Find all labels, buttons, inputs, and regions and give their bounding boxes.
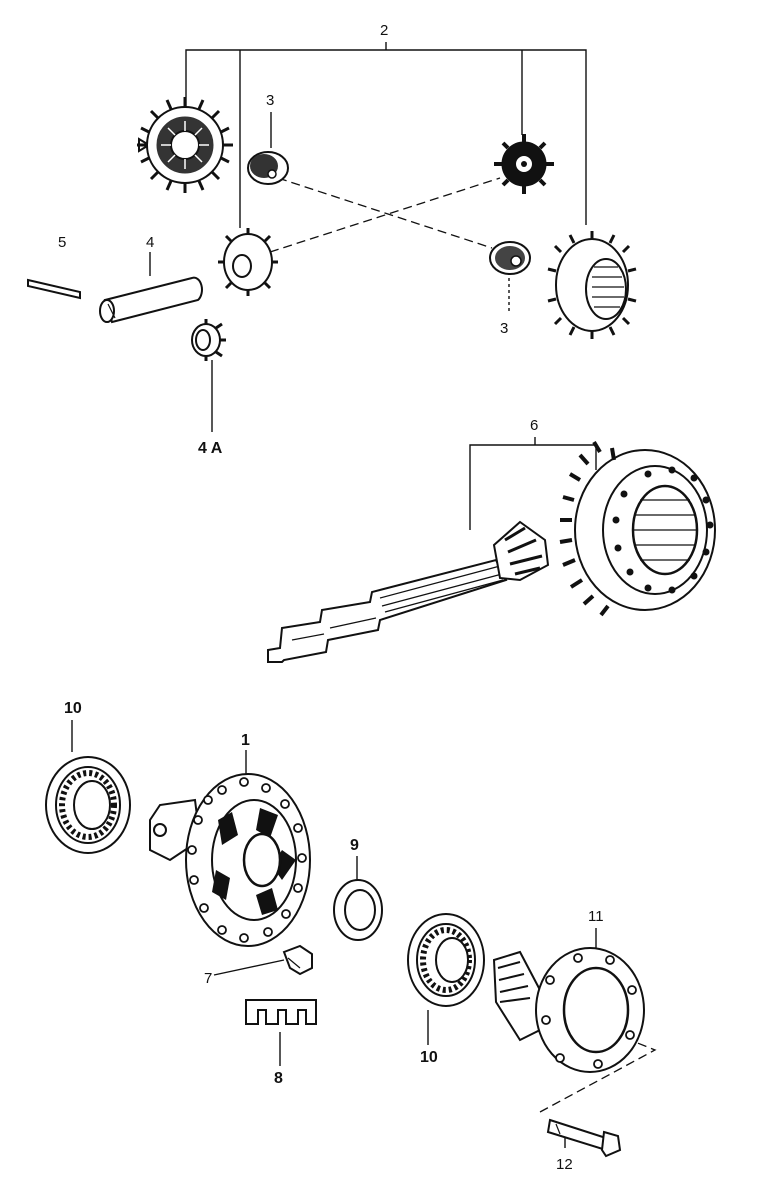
lock-plate <box>245 999 317 1025</box>
adjusting-ring <box>333 879 383 941</box>
ring-gear-and-pinion <box>267 440 716 663</box>
thrust-washer-top <box>247 151 289 185</box>
callout-4a: 4 A <box>198 440 223 457</box>
pinion-shaft <box>99 276 203 324</box>
tapered-bearing-bottom <box>407 913 485 1007</box>
callout-6: 6 <box>530 417 538 434</box>
callout-8: 8 <box>274 1070 283 1087</box>
retaining-pin <box>27 278 81 300</box>
housing-bolt <box>282 944 313 976</box>
callout-5: 5 <box>58 234 66 251</box>
callout-4: 4 <box>146 234 154 251</box>
leader-6 <box>469 437 597 530</box>
alignment-dash-b <box>269 177 501 253</box>
pinion-gear-mid-left <box>218 228 278 296</box>
callout-10-left: 10 <box>64 700 82 717</box>
callout-12: 12 <box>556 1156 573 1173</box>
alignment-dash-a <box>277 177 493 249</box>
pinion-gear-top-right <box>494 134 554 194</box>
callout-10-bottom: 10 <box>420 1049 438 1066</box>
callout-7: 7 <box>204 970 212 987</box>
leader-7 <box>213 959 285 976</box>
side-gear-large-right <box>547 231 637 339</box>
side-gear-large-left <box>137 97 233 193</box>
tapered-bearing-left <box>45 756 131 854</box>
callout-9: 9 <box>350 837 359 854</box>
callout-3-bottom: 3 <box>500 320 508 337</box>
callout-2: 2 <box>380 22 388 39</box>
thrust-washer-bottom <box>489 241 531 275</box>
output-flange <box>492 947 645 1073</box>
callout-1: 1 <box>241 732 250 749</box>
callout-11: 11 <box>588 908 604 925</box>
leader-2 <box>185 42 587 228</box>
flange-bolt <box>546 1118 622 1158</box>
differential-case <box>149 773 311 947</box>
callout-3-top: 3 <box>266 92 274 109</box>
bushing-gear-4a <box>191 319 226 361</box>
